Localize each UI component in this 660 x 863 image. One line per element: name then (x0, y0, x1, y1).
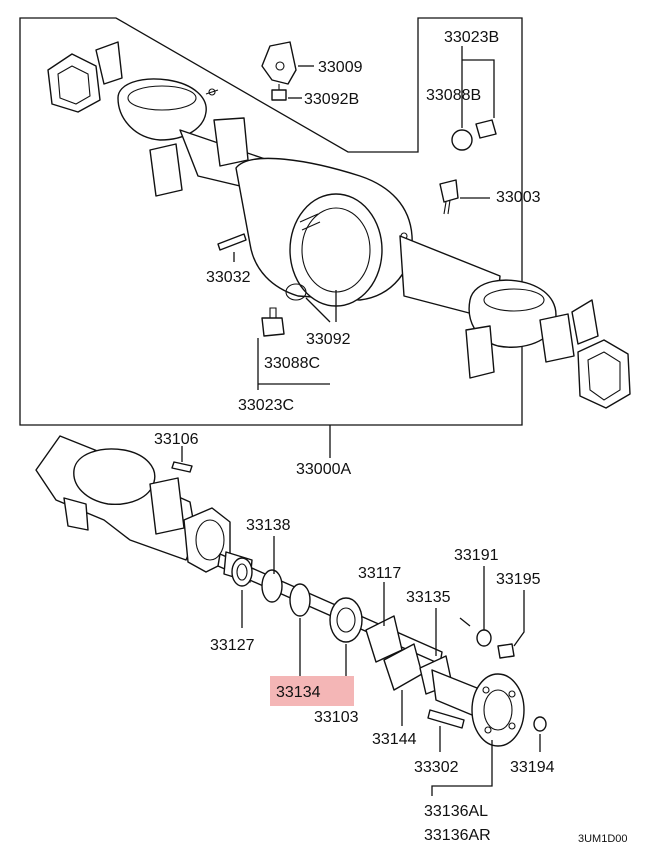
label-33003[interactable]: 33003 (496, 189, 541, 206)
label-33134[interactable]: 33134 (276, 684, 321, 701)
plug-33023B-illustration (451, 119, 497, 151)
bearing-33103-illustration (329, 597, 363, 643)
label-33194[interactable]: 33194 (510, 759, 555, 776)
gasket-33092-illustration (285, 283, 307, 301)
spacer-33134-illustration (289, 583, 311, 617)
label-33023C[interactable]: 33023C (238, 397, 294, 414)
label-33195[interactable]: 33195 (496, 571, 541, 588)
label-33138[interactable]: 33138 (246, 517, 291, 534)
housing-end-illustration (35, 435, 231, 573)
label-33191[interactable]: 33191 (454, 547, 499, 564)
hub-bolt-33302-illustration (427, 709, 465, 729)
assembly-box-outline (19, 17, 523, 426)
bolt-33106-illustration (171, 461, 193, 473)
label-33144[interactable]: 33144 (372, 731, 417, 748)
label-33092[interactable]: 33092 (306, 331, 351, 348)
label-33000A[interactable]: 33000A (296, 461, 351, 478)
breather-33003-illustration (439, 179, 459, 215)
plug-33088C-illustration (261, 307, 285, 337)
hub-33136-illustration (431, 669, 525, 747)
nut-33195-illustration (497, 643, 515, 659)
seal-33138-illustration (261, 569, 283, 603)
label-33088B[interactable]: 33088B (426, 87, 481, 104)
axle-housing-illustration (47, 41, 631, 409)
highlight-box-33134 (270, 676, 354, 706)
label-33088C[interactable]: 33088C (264, 355, 320, 372)
label-33127[interactable]: 33127 (210, 637, 255, 654)
label-33092B[interactable]: 33092B (304, 91, 359, 108)
stud-33032-illustration (217, 233, 247, 251)
label-33302[interactable]: 33302 (414, 759, 459, 776)
label-33023B[interactable]: 33023B (444, 29, 499, 46)
nut-33194-illustration (533, 716, 547, 732)
diagram-code: 3UM1D00 (578, 833, 628, 845)
bolt-33092B-illustration (271, 84, 287, 101)
label-33103[interactable]: 33103 (314, 709, 359, 726)
label-33106[interactable]: 33106 (154, 431, 199, 448)
label-33136AL[interactable]: 33136AL (424, 803, 488, 820)
bracket-33009-illustration (261, 41, 297, 85)
label-33136AR[interactable]: 33136AR (424, 827, 491, 844)
washer-33191-illustration (476, 629, 492, 647)
label-33135[interactable]: 33135 (406, 589, 451, 606)
label-33117[interactable]: 33117 (358, 565, 401, 582)
label-33009[interactable]: 33009 (318, 59, 363, 76)
label-33032[interactable]: 33032 (206, 269, 251, 286)
bearing-33127-illustration (231, 557, 253, 587)
